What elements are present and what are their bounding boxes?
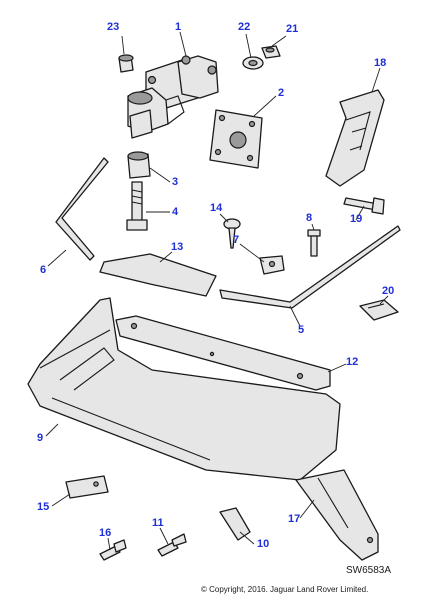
callout-21: 21: [286, 23, 299, 35]
part-23-bush: [118, 54, 134, 73]
callout-4: 4: [172, 206, 179, 218]
part-21-nut: [261, 45, 281, 59]
figure-code: SW6583A: [346, 565, 392, 576]
part-13-strip: [99, 253, 217, 297]
callout-5: 5: [298, 324, 305, 336]
part-8-stud: [307, 229, 321, 257]
copyright-notice: © Copyright, 2016. Jaguar Land Rover Lim…: [201, 585, 369, 594]
part-1-mount-bracket: [127, 55, 219, 139]
part-20-pad: [359, 299, 399, 321]
part-16-rivet: [99, 539, 127, 561]
callout-23: 23: [107, 21, 120, 33]
callout-1: 1: [175, 21, 182, 33]
callout-22: 22: [238, 21, 251, 33]
part-15-bracket: [65, 475, 109, 499]
callout-14: 14: [210, 202, 223, 214]
part-22-washer: [242, 56, 264, 70]
part-11-rivet: [157, 533, 187, 557]
part-12-beam: [115, 315, 331, 391]
callout-2: 2: [278, 87, 285, 99]
callout-6: 6: [40, 264, 47, 276]
part-6-side-trim-left: [55, 157, 109, 261]
leader-lines: [45, 31, 389, 551]
part-18-side-bracket: [325, 89, 385, 187]
part-14-screw: [223, 218, 241, 249]
callout-16: 16: [99, 527, 112, 539]
callout-20: 20: [382, 285, 395, 297]
callout-11: 11: [152, 517, 164, 529]
part-4-bolt: [126, 181, 148, 231]
callout-9: 9: [37, 432, 44, 444]
callout-7: 7: [233, 234, 240, 246]
part-5-side-trim-right: [219, 225, 401, 309]
callout-12: 12: [346, 356, 359, 368]
part-17-support-bracket: [295, 469, 379, 561]
callout-15: 15: [37, 501, 50, 513]
part-2-plate: [209, 109, 263, 169]
callout-13: 13: [171, 241, 184, 253]
callout-10: 10: [257, 538, 270, 550]
callout-19: 19: [350, 213, 363, 225]
part-19-screw: [343, 197, 385, 215]
callout-3: 3: [172, 176, 179, 188]
callout-17: 17: [288, 513, 301, 525]
part-7-clip-nut: [259, 255, 285, 275]
part-10-clip: [219, 507, 251, 541]
part-3-spacer: [127, 151, 151, 179]
callout-8: 8: [306, 212, 313, 224]
callout-18: 18: [374, 57, 387, 69]
part-9-bumper-cover: [27, 297, 341, 481]
